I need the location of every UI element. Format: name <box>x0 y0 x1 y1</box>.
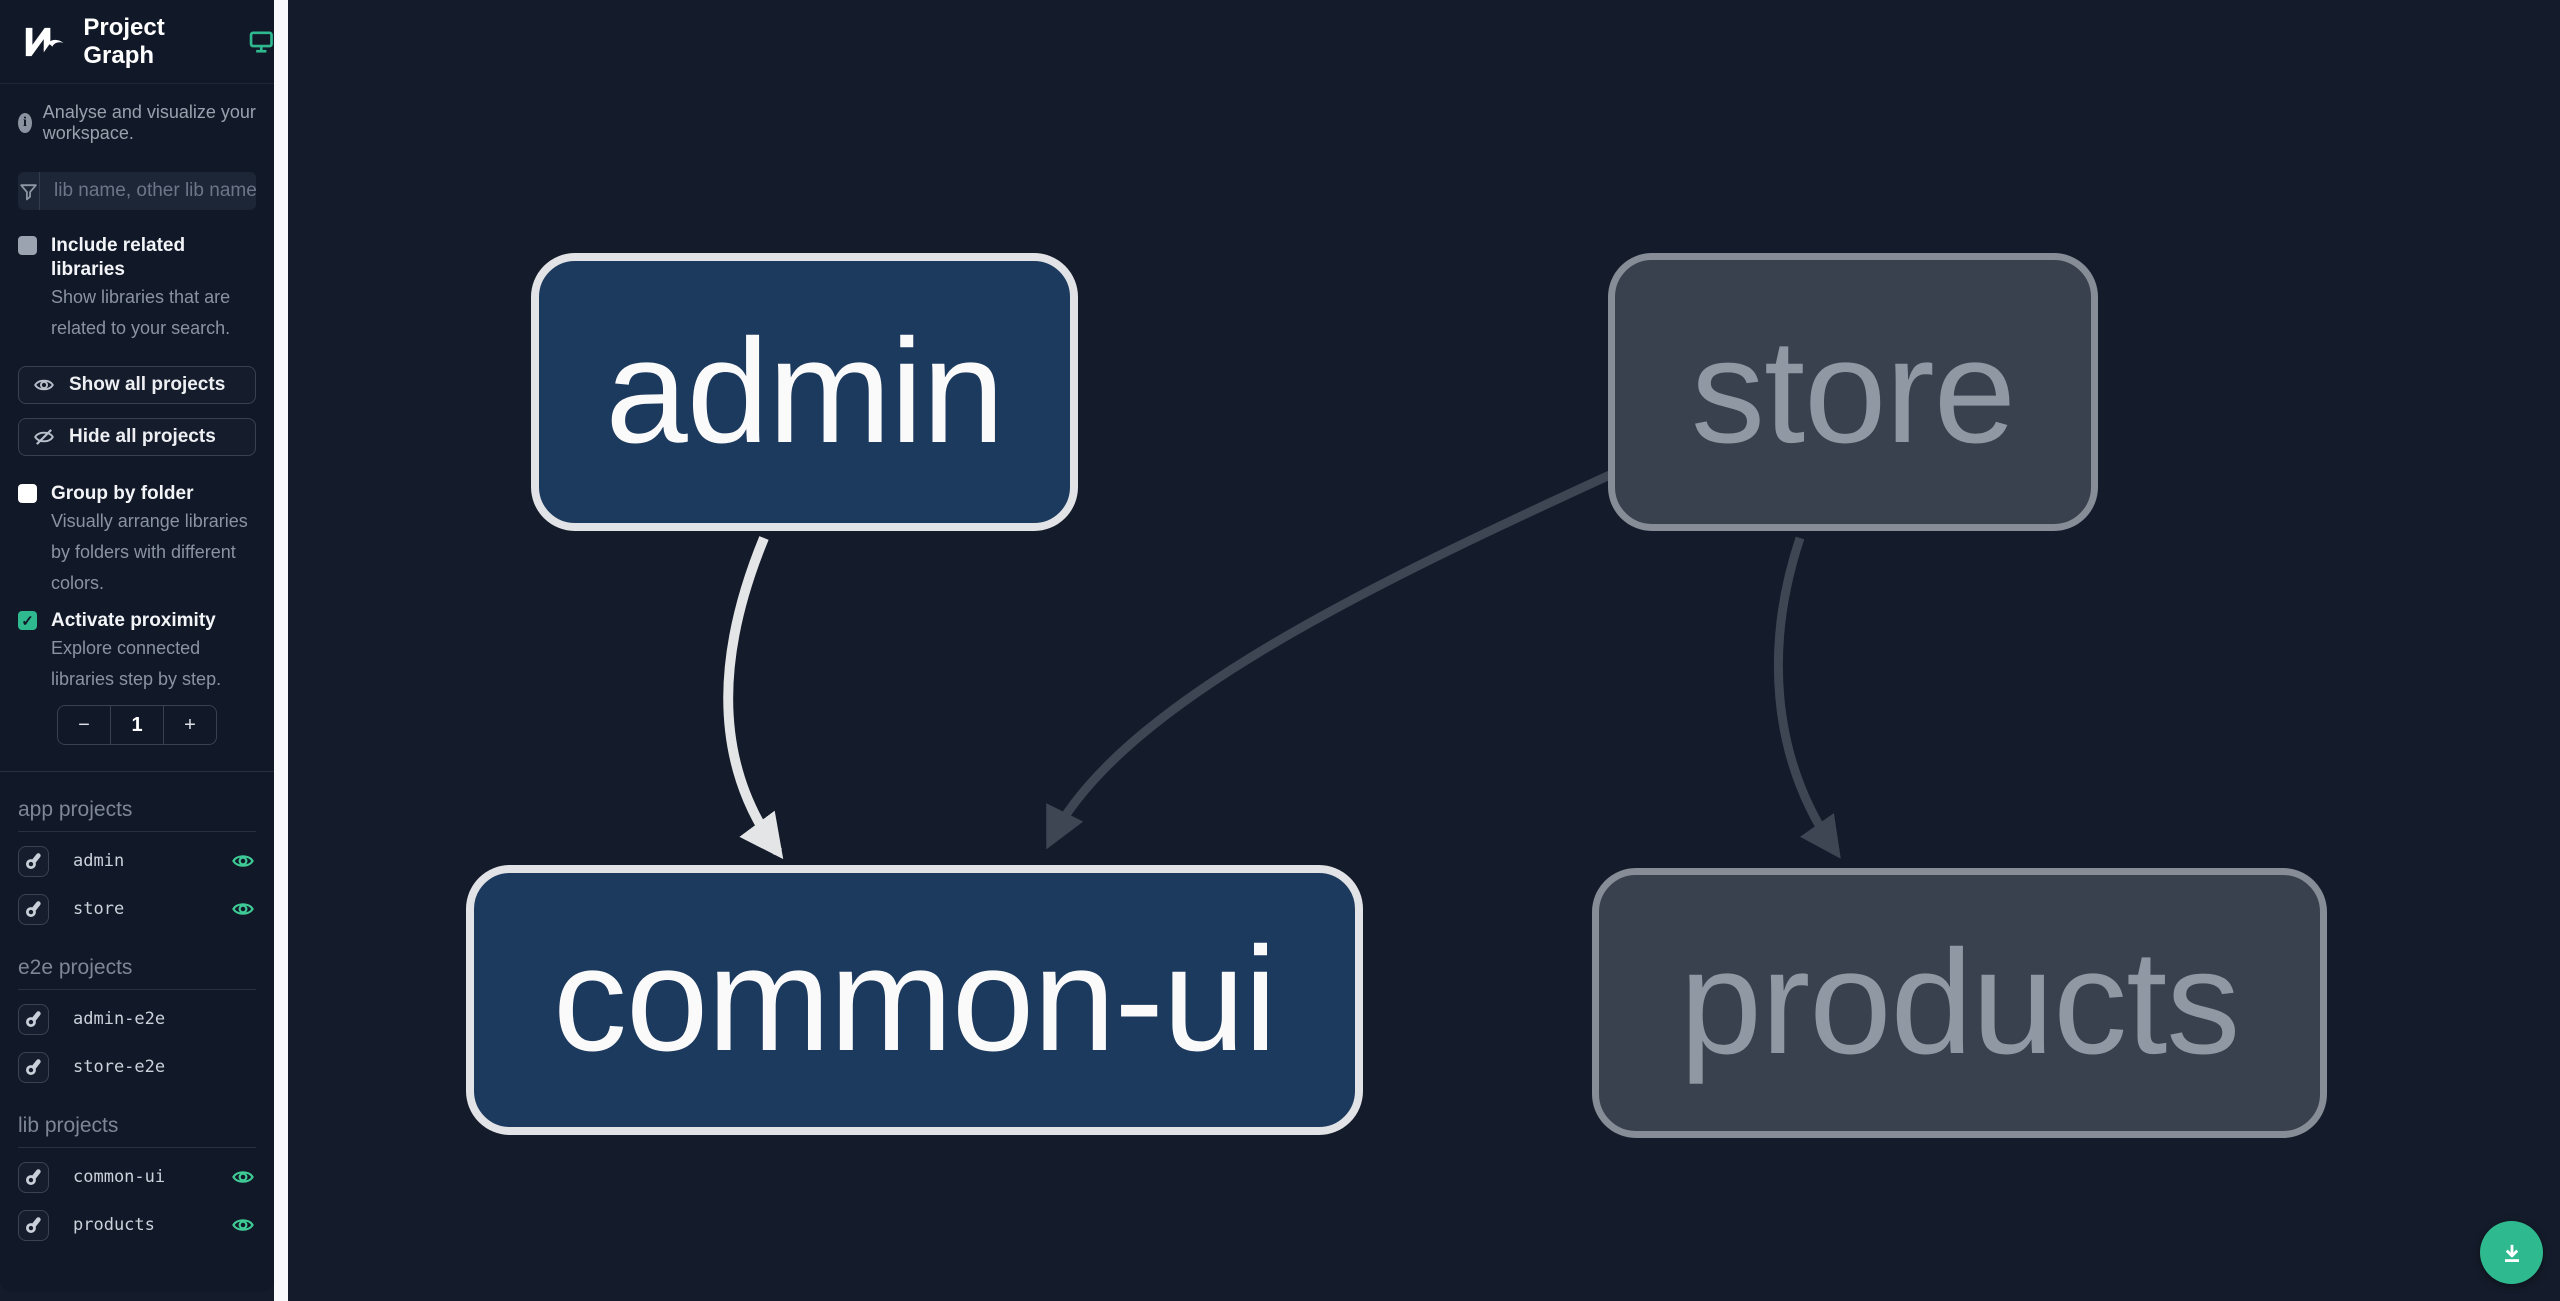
edge-store-products[interactable] <box>1773 536 1841 859</box>
toggle-visibility-eye-icon[interactable] <box>230 1164 256 1190</box>
project-name: store-e2e <box>73 1057 166 1077</box>
project-name: products <box>73 1215 155 1235</box>
show-all-label: Show all projects <box>69 374 226 395</box>
checkbox-description: Show libraries that are related to your … <box>51 287 231 338</box>
focus-icon <box>26 1216 41 1233</box>
hide-all-label: Hide all projects <box>69 426 216 447</box>
app-title: Project Graph <box>83 13 165 69</box>
activate-proximity-checkbox[interactable]: ✓ <box>18 611 37 630</box>
focus-icon <box>26 1168 41 1185</box>
project-row-common-ui[interactable]: common-ui <box>18 1158 256 1196</box>
checkbox-description: Explore connected libraries step by step… <box>51 638 222 689</box>
checkbox-label: Activate proximity <box>51 610 216 631</box>
section-title: lib projects <box>18 1114 256 1148</box>
focus-project-button[interactable] <box>18 1209 49 1241</box>
node-label: store <box>1690 309 2016 474</box>
graph-node-common-ui[interactable]: common-ui <box>466 865 1363 1135</box>
info-icon: i <box>18 113 32 133</box>
graph-node-products[interactable]: products <box>1592 868 2327 1138</box>
section-title: e2e projects <box>18 956 256 990</box>
checkbox-activate-proximity: ✓ Activate proximity Explore connected l… <box>0 609 274 695</box>
filter-box <box>18 172 256 210</box>
focus-icon <box>26 1058 41 1075</box>
tagline-text: Analyse and visualize your workspace. <box>42 102 256 143</box>
project-name: store <box>73 899 125 919</box>
project-name: common-ui <box>73 1167 166 1187</box>
tagline-row: i Analyse and visualize your workspace. <box>18 102 256 144</box>
checkbox-include-related: Include related libraries Show libraries… <box>0 234 274 344</box>
sidebar-header: Project Graph <box>0 0 274 84</box>
funnel-icon <box>18 172 40 210</box>
sidebar-divider <box>0 771 274 772</box>
node-label: admin <box>605 309 1004 474</box>
checkbox-description: Visually arrange libraries by folders wi… <box>51 511 248 593</box>
checkbox-label: Group by folder <box>51 483 194 504</box>
filter-input[interactable] <box>40 172 256 210</box>
section-title: app projects <box>18 798 256 832</box>
edge-store-common-ui[interactable] <box>1045 469 1614 850</box>
project-row-products[interactable]: products <box>18 1206 256 1244</box>
toggle-visibility-eye-icon[interactable] <box>230 848 256 874</box>
download-graph-button[interactable] <box>2480 1221 2543 1284</box>
group-by-folder-checkbox[interactable] <box>18 484 37 503</box>
monitor-icon <box>250 30 274 53</box>
toggle-visibility-eye-icon[interactable] <box>230 896 256 922</box>
project-row-admin[interactable]: admin <box>18 842 256 880</box>
section-app-projects: app projects admin <box>0 798 274 928</box>
download-icon <box>2504 1244 2519 1262</box>
project-name: admin <box>73 851 125 871</box>
checkbox-label: Include related libraries <box>51 235 186 280</box>
proximity-stepper: − 1 + <box>57 705 217 745</box>
hide-all-projects-button[interactable]: Hide all projects <box>18 418 256 456</box>
focus-project-button[interactable] <box>18 1051 49 1083</box>
focus-project-button[interactable] <box>18 1003 49 1035</box>
sidebar-resizer-handle[interactable] <box>274 0 288 1301</box>
eye-off-icon <box>34 429 54 445</box>
focus-project-button[interactable] <box>18 845 49 877</box>
focus-icon <box>26 852 41 869</box>
node-label: common-ui <box>553 917 1277 1082</box>
proximity-decrement-button[interactable]: − <box>58 706 110 744</box>
focus-icon <box>26 1010 41 1027</box>
checkbox-group-by-folder: Group by folder Visually arrange librari… <box>0 482 274 599</box>
project-row-admin-e2e[interactable]: admin-e2e <box>18 1000 256 1038</box>
eye-icon <box>34 379 54 391</box>
project-row-store-e2e[interactable]: store-e2e <box>18 1048 256 1086</box>
focus-project-button[interactable] <box>18 893 49 925</box>
proximity-value: 1 <box>110 706 164 744</box>
project-name: admin-e2e <box>73 1009 166 1029</box>
show-all-projects-button[interactable]: Show all projects <box>18 366 256 404</box>
include-related-checkbox[interactable] <box>18 236 37 255</box>
graph-node-store[interactable]: store <box>1608 253 2098 531</box>
edge-admin-common-ui[interactable] <box>723 536 784 860</box>
project-row-store[interactable]: store <box>18 890 256 928</box>
focus-project-button[interactable] <box>18 1161 49 1193</box>
proximity-increment-button[interactable]: + <box>164 706 216 744</box>
graph-node-admin[interactable]: admin <box>531 253 1078 531</box>
section-e2e-projects: e2e projects admin-e2e store-e2e <box>0 956 274 1086</box>
focus-icon <box>26 900 41 917</box>
sidebar: Project Graph i Analyse and visualize yo… <box>0 0 274 1292</box>
toggle-visibility-eye-icon[interactable] <box>230 1212 256 1238</box>
node-label: products <box>1679 920 2241 1085</box>
nx-logo-icon <box>25 27 64 56</box>
section-lib-projects: lib projects common-ui <box>0 1114 274 1244</box>
